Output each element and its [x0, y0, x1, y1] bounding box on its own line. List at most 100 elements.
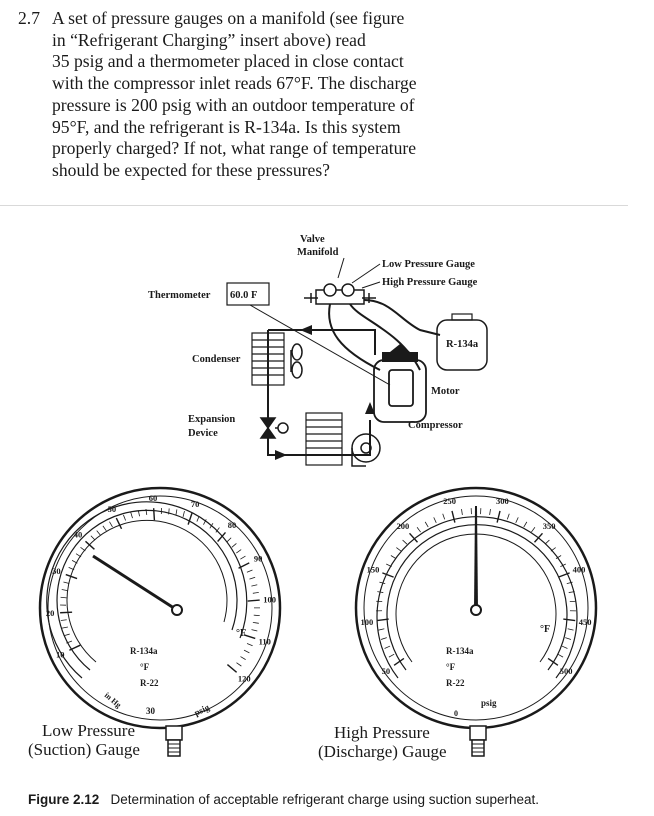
gauge-tick [560, 563, 566, 567]
gauge-tick [240, 656, 246, 660]
gauge-tick-label: 50 [108, 504, 117, 514]
gauge-tick-label: 100 [263, 594, 276, 604]
low-gauge-hub [171, 604, 183, 616]
gauge-tick [377, 591, 384, 593]
gauge-tick [461, 508, 463, 516]
gauge-tick [561, 645, 568, 649]
gauge-tick [236, 662, 242, 667]
gauge-tick [380, 637, 387, 640]
gauge-tick-label: 300 [496, 496, 509, 506]
problem-line: A set of pressure gauges on a manifold (… [52, 8, 405, 28]
low-pressure-gauge-label: Low Pressure Gauge [382, 259, 475, 270]
valve-manifold-label: Valve [300, 234, 325, 245]
gauge-tick [379, 581, 386, 585]
gauge-tick-label: 350 [543, 521, 556, 531]
gauge-tick [247, 599, 260, 602]
gauge-tick [226, 537, 232, 543]
high-gauge-refrigerant-b: R-22 [446, 678, 465, 688]
gauge-tick [226, 664, 238, 673]
gauge-tick [557, 653, 564, 658]
gauge-tick [489, 508, 491, 516]
high-gauge-stem [469, 725, 487, 741]
low-gauge-title: (Suction) Gauge [28, 740, 140, 759]
gauge-tick [187, 513, 193, 525]
high-gauge-unit-psig: psig [481, 698, 497, 708]
refrigerant-tank-label: R-134a [446, 339, 479, 350]
divider [0, 205, 628, 206]
gauge-tick [388, 653, 395, 658]
gauge-tick-label: 250 [443, 496, 456, 506]
gauge-tick [63, 581, 70, 584]
gauge-tick-label: 500 [560, 666, 573, 676]
high-gauge-ticks [376, 508, 576, 666]
gauge-tick [376, 618, 389, 622]
gauge-tick [168, 508, 170, 515]
gauge-tick [515, 517, 519, 523]
gauge-tick [203, 519, 207, 525]
gauge-tick-label: 110 [259, 636, 271, 646]
manifold-gauge-icon [323, 283, 337, 297]
high-gauge-title: High Pressure [334, 723, 430, 742]
gauge-tick [384, 645, 391, 649]
gauge-tick [249, 576, 256, 580]
manifold-gauge-icon [341, 283, 355, 297]
thermometer-label: Thermometer [148, 290, 211, 301]
gauge-tick [68, 566, 75, 571]
gauge-tick [209, 522, 214, 529]
gauge-tick [66, 640, 73, 644]
low-gauge-title: Low Pressure [42, 721, 135, 740]
gauge-tick-label: 400 [573, 564, 586, 574]
fan-icon [290, 343, 303, 379]
gauge-tick-label: 90 [254, 553, 263, 563]
problem-line: pressure is 200 psig with an outdoor tem… [52, 94, 415, 115]
gauge-tick [246, 643, 253, 647]
gauge-tick [523, 521, 528, 528]
gauge-tick [396, 547, 402, 552]
gauge-tick-label: 80 [228, 520, 237, 530]
gauge-tick [496, 510, 501, 523]
low-gauge-unit-psig: psig [193, 702, 212, 718]
manifold-body [315, 289, 365, 305]
gauge-tick [102, 525, 107, 532]
gauge-tick [246, 569, 253, 573]
gauge-tick [544, 539, 550, 545]
gauge-tick-label: 50 [382, 666, 391, 676]
gauge-tick [243, 634, 256, 640]
problem-line: 35 psig and a thermometer placed in clos… [52, 51, 404, 72]
gauge-tick [65, 573, 78, 580]
gauge-tick [386, 563, 392, 567]
gauge-tick [130, 512, 133, 519]
high-gauge-zero: 0 [454, 709, 458, 718]
gauge-tick [416, 526, 421, 533]
gauge-tick [567, 628, 574, 631]
gauge-tick [433, 517, 437, 523]
gauge-tick [378, 628, 385, 631]
low-gauge-unit-f: °F [140, 662, 150, 672]
gauge-tick [390, 555, 397, 559]
gauge-tick [565, 637, 572, 640]
gauge-tick [60, 619, 67, 621]
high-gauge-unit-f: °F [540, 624, 550, 635]
gauge-tick-label: 150 [367, 564, 380, 574]
gauge-tick [60, 611, 73, 614]
gauge-tick [175, 509, 178, 516]
gauge-tick [61, 589, 68, 592]
system-diagram: Valve Manifold Low Pressure Gauge High P… [148, 234, 488, 467]
low-gauge-refrigerant-a: R-134a [130, 646, 158, 656]
condenser-label: Condenser [192, 354, 241, 365]
gauge-tick-label: 30 [52, 566, 61, 576]
gauge-tick [238, 562, 250, 569]
low-gauge-vacuum-unit: in Hg [103, 691, 123, 710]
thermometer-reading: 60.0 F [230, 290, 257, 301]
gauge-tick [555, 555, 562, 559]
gauge-tick-label: 450 [579, 617, 592, 627]
figure-label: Figure 2.12 [28, 792, 100, 807]
gauge-tick [252, 591, 259, 594]
gauge-tick-label: 200 [396, 521, 409, 531]
expansion-device-label: Device [188, 428, 218, 439]
gauge-tick [424, 521, 429, 528]
